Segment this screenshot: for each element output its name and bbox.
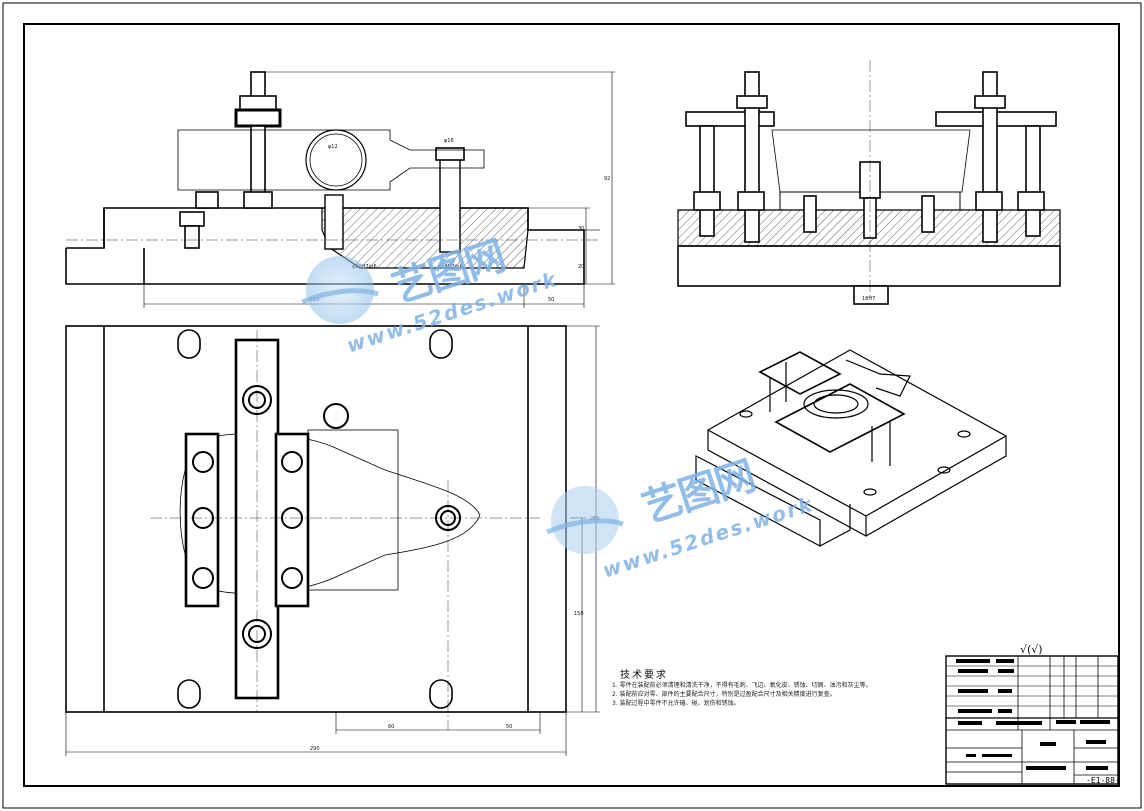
title-block	[945, 655, 1119, 785]
dim-front-right-len: 50	[548, 297, 554, 303]
dim-hole-c: φ12	[328, 144, 338, 150]
dim-top-offset2: 50	[506, 724, 512, 730]
dim-front-step2: 20	[578, 264, 584, 270]
dim-top-lower-height: 150	[574, 611, 584, 617]
dim-front-step1: 30	[578, 226, 584, 232]
dim-hole-b: φ16H7/n6	[438, 264, 463, 270]
watermark-globe-1	[301, 256, 379, 324]
title-block-drawing-code: -E1-88-	[1086, 776, 1120, 785]
technical-requirement-3: 3. 装配过程中零件不允许磕、碰、划伤和锈蚀。	[612, 700, 740, 707]
dim-slot-width: 18H7	[862, 296, 875, 302]
isometric-view	[695, 349, 1008, 547]
dim-hole-d: φ16	[444, 138, 454, 144]
watermark-globe-2	[546, 486, 624, 554]
technical-requirement-2: 2. 装配前应对零、部件的主要配合尺寸，特别是过盈配合尺寸及相关精度进行复查。	[612, 691, 836, 698]
surface-roughness-symbol: √(√)	[1020, 643, 1043, 656]
technical-requirements-title: 技术要求	[620, 670, 668, 681]
front-section-view	[65, 71, 615, 308]
technical-requirement-1: 1. 零件在装配前必须清理和清洗干净，不得有毛刺、飞边、氧化皮、锈蚀、切屑、油污…	[612, 682, 872, 689]
side-section-view	[677, 60, 1061, 305]
inner-border	[23, 23, 1120, 787]
dim-front-height: 92	[604, 176, 610, 182]
title-block-cells	[956, 659, 1110, 770]
top-plan-view	[65, 325, 600, 756]
dim-top-offset1: 60	[388, 724, 394, 730]
dim-top-width: 290	[310, 746, 320, 752]
